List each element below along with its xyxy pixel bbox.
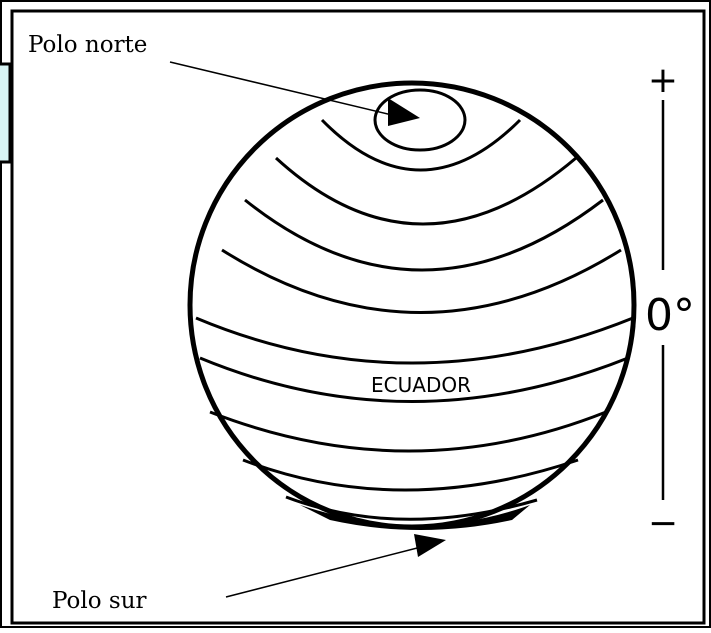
scale-zero-label: 0°: [645, 290, 695, 341]
scale: + 0° −: [645, 60, 695, 544]
north-pole-pointer-line: [169, 61, 393, 116]
latitude-lines: [195, 88, 634, 521]
south-pole-arrowhead: [414, 534, 446, 557]
latitude-line: [274, 156, 577, 226]
latitude-line: [373, 88, 467, 152]
south-pole-label: Polo sur: [52, 588, 147, 614]
globe: ECUADOR: [187, 80, 637, 530]
latitude-line: [199, 356, 629, 403]
side-panel: [0, 62, 12, 164]
north-pole-label: Polo norte: [28, 32, 147, 58]
frame-border: [10, 9, 706, 625]
scale-bottom-label: −: [648, 503, 678, 544]
latitude-line: [320, 118, 522, 172]
equator-label: ECUADOR: [371, 373, 471, 397]
latitude-line: [209, 410, 607, 453]
latitude-line: [285, 495, 538, 521]
south-pole-pointer-line: [225, 545, 426, 598]
latitude-line: [221, 248, 622, 314]
latitude-line: [195, 316, 634, 365]
latitude-line: [244, 198, 604, 272]
south-cap: [300, 505, 530, 530]
scale-top-label: +: [648, 60, 678, 101]
latitude-line: [242, 458, 579, 492]
north-pole-arrowhead: [388, 98, 420, 126]
